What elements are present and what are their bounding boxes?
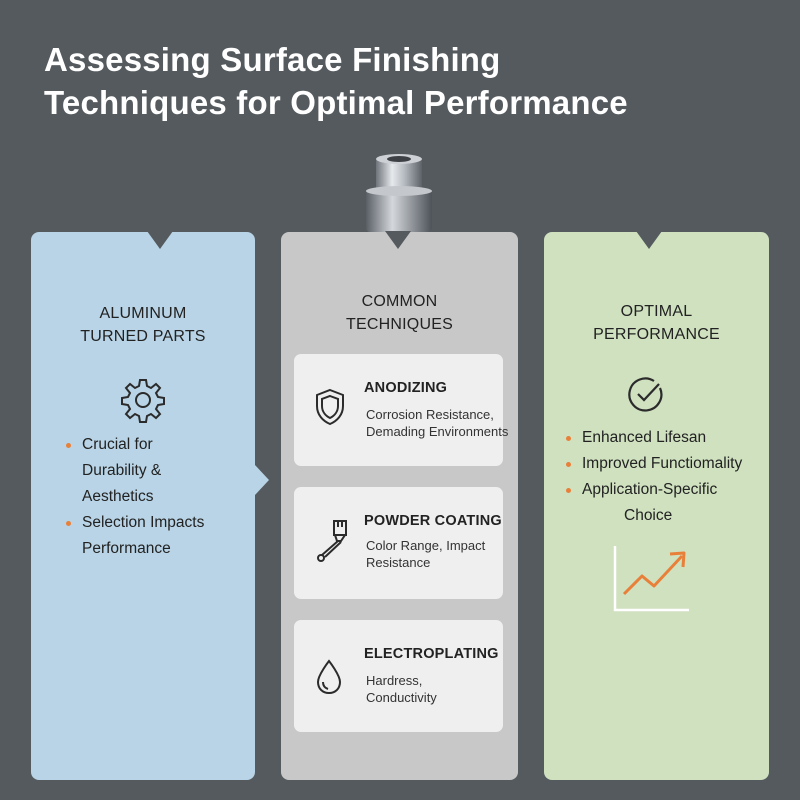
list-item: Application-Specific Choice (564, 477, 742, 529)
card-title: POWDER COATING (364, 513, 502, 529)
techniques-panel: COMMON TECHNIQUES ANODIZING Corrosion Re… (281, 231, 518, 780)
title-line-1: Assessing Surface Finishing (44, 41, 501, 78)
panel-heading: ALUMINUM TURNED PARTS (31, 302, 255, 348)
panel-notch (385, 231, 411, 249)
trend-up-chart-icon (612, 544, 692, 617)
card-title: ANODIZING (364, 380, 448, 396)
check-circle-icon (626, 375, 666, 420)
list-item: Crucial for Durability & Aesthetics (64, 432, 204, 510)
technique-card-electroplating: ELECTROPLATING Hardress, Conductivity (294, 620, 503, 732)
droplet-icon (314, 658, 344, 701)
list-item: Selection Impacts Performance (64, 510, 204, 562)
optimal-performance-panel: OPTIMAL PERFORMANCE Enhanced Lifesan Imp… (544, 231, 769, 780)
heading-line-1: OPTIMAL (620, 303, 693, 320)
aluminum-parts-panel: ALUMINUM TURNED PARTS Crucial for Durabi… (31, 231, 269, 780)
card-description: Color Range, Impact Resistance (366, 538, 486, 570)
card-description: Hardress, Conductivity (366, 673, 437, 705)
aluminum-bullet-list: Crucial for Durability & Aesthetics Sele… (64, 432, 204, 562)
heading-line-1: COMMON (361, 293, 438, 310)
heading-line-1: ALUMINUM (99, 305, 187, 322)
paintbrush-icon (314, 517, 350, 568)
technique-card-powder-coating: POWDER COATING Color Range, Impact Resis… (294, 487, 503, 599)
title-line-2: Techniques for Optimal Performance (44, 84, 628, 121)
list-item: Enhanced Lifesan (564, 425, 742, 451)
panel-notch (636, 231, 662, 249)
technique-card-anodizing: ANODIZING Corrosion Resistance, Demading… (294, 354, 509, 466)
panel-pointer-arrow (255, 465, 269, 495)
heading-line-2: TECHNIQUES (346, 316, 453, 333)
card-description: Corrosion Resistance, Demading Environme… (366, 407, 509, 439)
page-title: Assessing Surface Finishing Techniques f… (44, 38, 764, 124)
panel-notch (147, 231, 173, 249)
gear-icon (120, 377, 166, 428)
heading-line-2: PERFORMANCE (593, 326, 720, 343)
card-title: ELECTROPLATING (364, 646, 499, 662)
performance-bullet-list: Enhanced Lifesan Improved Functiomality … (564, 425, 742, 529)
heading-line-2: TURNED PARTS (80, 328, 206, 345)
panel-heading: OPTIMAL PERFORMANCE (544, 300, 769, 346)
shield-icon (314, 388, 346, 431)
panel-heading: COMMON TECHNIQUES (281, 290, 518, 336)
list-item: Improved Functiomality (564, 451, 742, 477)
